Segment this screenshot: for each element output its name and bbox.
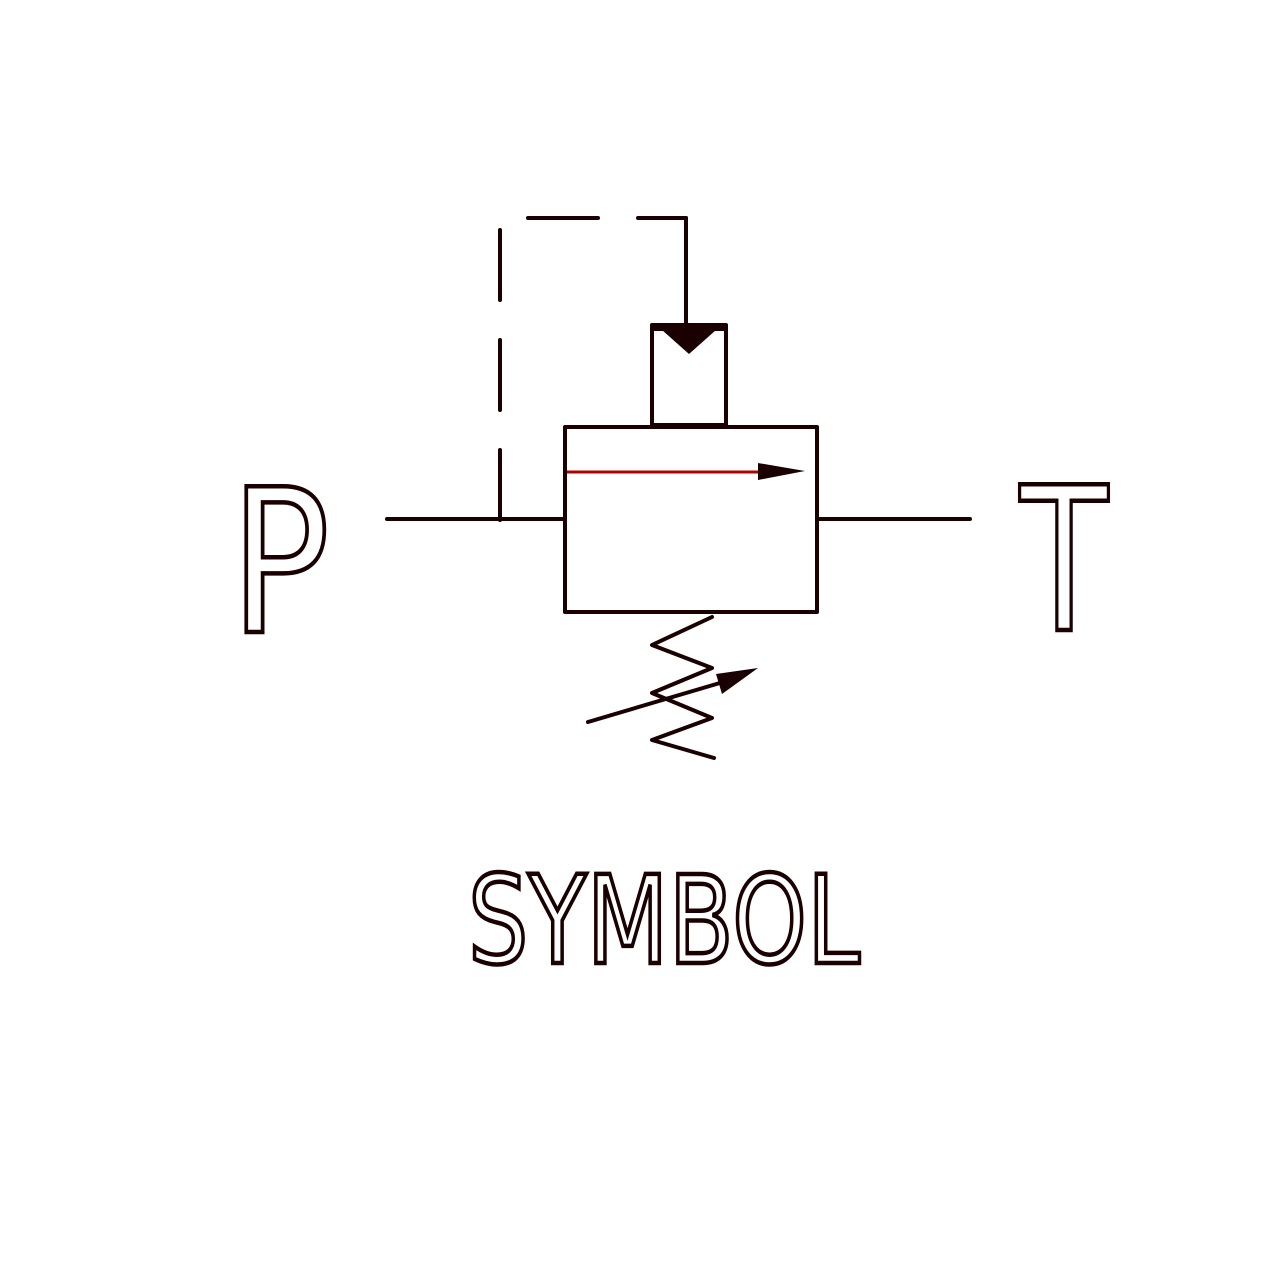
caption: SYMBOL bbox=[468, 850, 860, 992]
valve-body bbox=[563, 425, 819, 614]
adjustment-arrowhead bbox=[716, 668, 758, 694]
pilot-line bbox=[498, 216, 688, 522]
port-p-label: P bbox=[230, 447, 330, 680]
port-t-label: T bbox=[1019, 445, 1108, 678]
spring bbox=[650, 615, 716, 760]
pilot-chamber-top bbox=[652, 323, 726, 331]
pilot-arrowhead bbox=[662, 330, 716, 354]
adjustment-arrow-line bbox=[586, 678, 732, 724]
flow-arrowhead bbox=[758, 463, 805, 480]
